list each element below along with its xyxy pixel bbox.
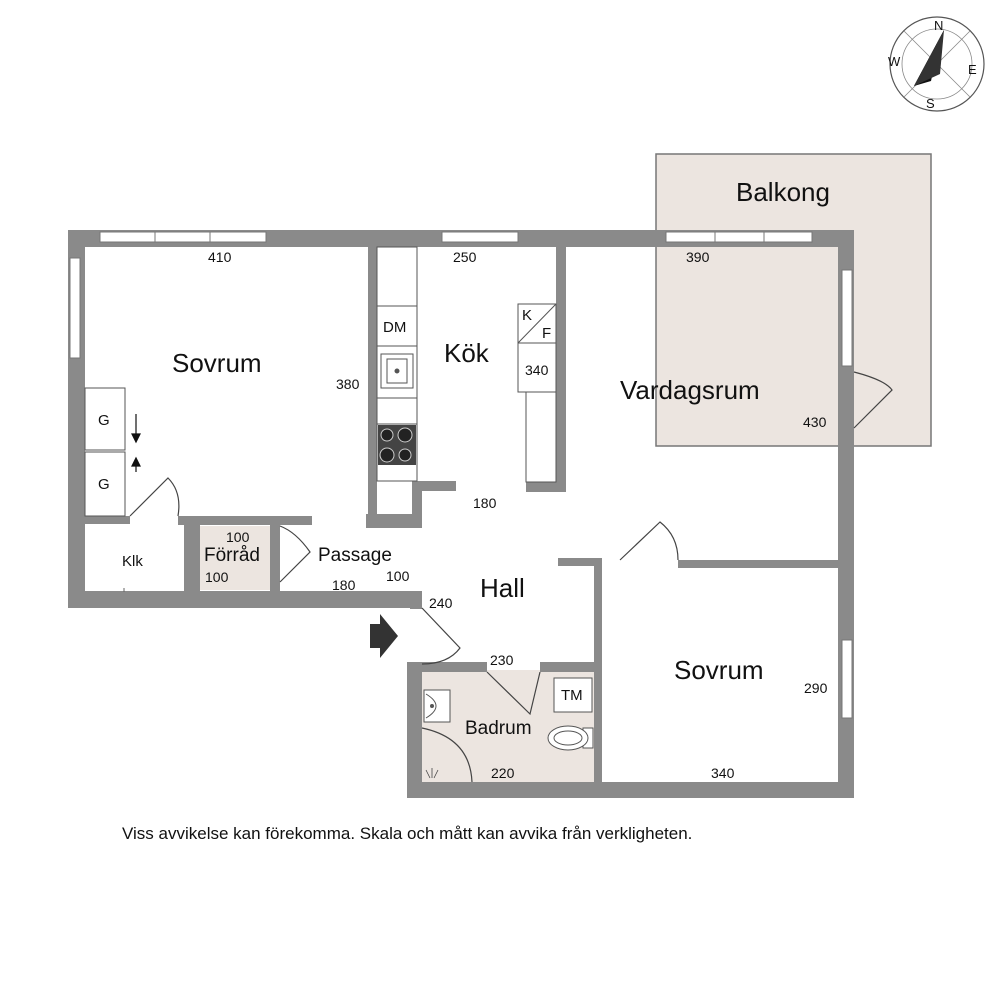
fridge-freezer (517, 303, 557, 483)
kitchen-label: Kök (444, 338, 490, 368)
dim-hall-depth: 240 (429, 595, 453, 611)
disclaimer-text: Viss avvikelse kan förekomma. Skala och … (122, 824, 692, 843)
bathroom-label: Badrum (465, 718, 532, 739)
dim-bedroom-small-width: 340 (711, 765, 735, 781)
compass: N S E W (888, 16, 985, 112)
storage-floor (200, 526, 277, 590)
passage-label: Passage (318, 545, 392, 566)
dim-living-width: 390 (686, 249, 710, 265)
compass-north: N (934, 18, 943, 33)
dim-kitchen-depth: 340 (525, 362, 549, 378)
storage-label: Förråd (204, 545, 260, 566)
bedroom-main-label: Sovrum (172, 348, 262, 378)
entry-arrow-icon (370, 614, 398, 658)
wardrobe-1-label: G (98, 412, 110, 429)
dim-bathroom-top: 230 (490, 652, 514, 668)
dim-kitchen-width: 250 (453, 249, 477, 265)
dim-storage-top: 100 (226, 529, 250, 545)
stove-icon (378, 425, 416, 465)
bathroom-fixtures (423, 677, 594, 751)
freezer-label: F (542, 325, 551, 342)
living-room-label: Vardagsrum (620, 375, 760, 405)
dim-bathroom-bottom: 220 (491, 765, 515, 781)
washing-machine-label: TM (561, 687, 583, 704)
dim-bedroom-main-width: 410 (208, 249, 232, 265)
dim-passage-side: 100 (386, 568, 410, 584)
dishwasher-label: DM (383, 319, 406, 336)
wardrobe-2-label: G (98, 476, 110, 493)
shower-drain-icon (425, 768, 439, 779)
dim-hall-upper: 180 (473, 495, 497, 511)
hall-label: Hall (480, 573, 525, 603)
compass-south: S (926, 96, 935, 111)
balcony-label: Balkong (736, 177, 830, 207)
dim-passage-width: 180 (332, 577, 356, 593)
bedroom-small-label: Sovrum (674, 655, 764, 685)
compass-east: E (968, 62, 977, 77)
wardrobes (84, 387, 126, 517)
doors (129, 371, 893, 783)
dim-living-depth: 430 (803, 414, 827, 430)
dim-bedroom-main-depth: 380 (336, 376, 360, 392)
wardrobe-arrows (131, 414, 141, 472)
fridge-label: K (522, 307, 532, 324)
dim-storage-side: 100 (205, 569, 229, 585)
dim-bedroom-small-depth: 290 (804, 680, 828, 696)
windows (69, 231, 853, 719)
closet-label: Klk (122, 553, 143, 570)
compass-west: W (888, 54, 901, 69)
